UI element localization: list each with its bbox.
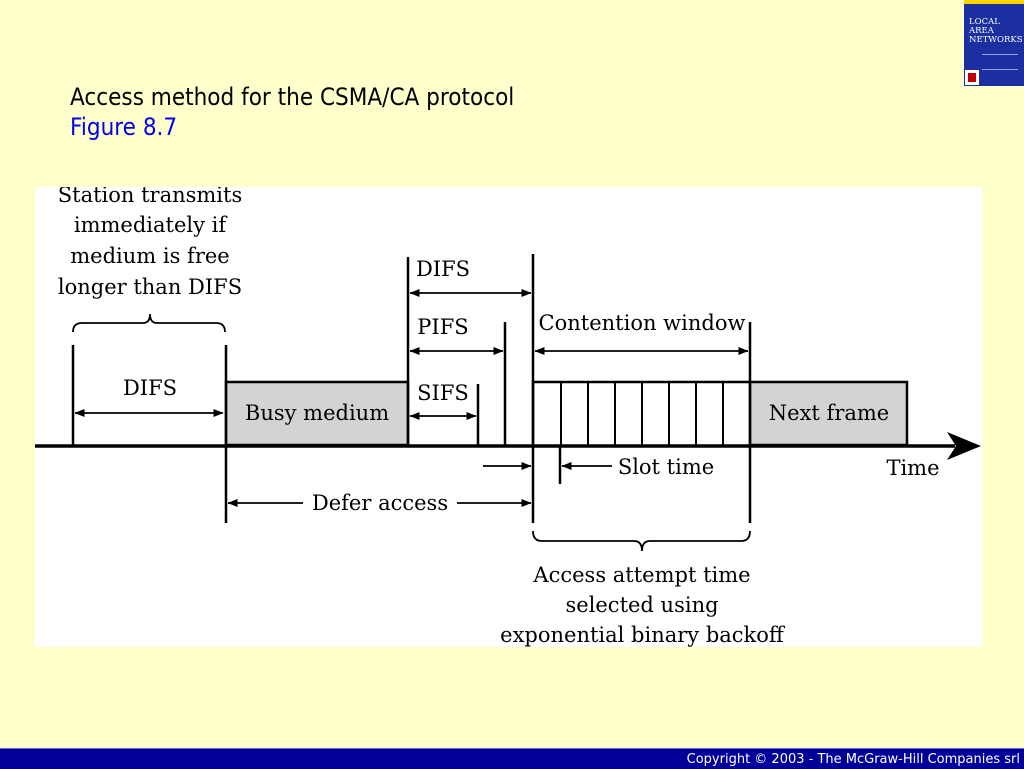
publisher-logo [965,70,979,85]
contention-window-slots [531,380,750,445]
time-markers [71,254,752,523]
footer-bar: Copyright © 2003 - The McGraw-Hill Compa… [0,748,1024,769]
svg-text:longer than DIFS: longer than DIFS [58,275,242,299]
defer-access-label: Defer access [312,491,448,515]
svg-text:medium is free: medium is free [70,244,229,268]
book-cover-thumbnail: LOCAL AREA NETWORKS [964,0,1024,86]
time-axis-label: Time [886,456,939,480]
svg-text:immediately if: immediately if [74,213,228,237]
next-frame-label: Next frame [769,401,889,425]
time-axis-arrowhead [947,432,981,460]
pifs-label: PIFS [417,315,468,339]
csma-ca-diagram: Station transmits immediately if medium … [35,187,982,647]
busy-medium-label: Busy medium [245,401,389,425]
book-title: LOCAL AREA NETWORKS [969,17,1023,45]
slot-time-label: Slot time [618,455,714,479]
figure-number: Figure 8.7 [70,113,178,141]
copyright-text: Copyright © 2003 - The McGraw-Hill Compa… [686,752,1020,767]
station-note-brace [72,313,226,333]
svg-text:Access attempt time: Access attempt time [532,563,750,587]
contention-window-label: Contention window [539,311,746,335]
access-attempt-brace [532,530,751,552]
access-attempt-note: Access attempt time selected using expon… [500,563,786,647]
difs-top-label: DIFS [416,257,470,281]
svg-text:Station transmits: Station transmits [58,187,243,207]
svg-text:exponential binary backoff: exponential binary backoff [500,623,786,647]
next-frame [748,380,909,447]
slide-title: Access method for the CSMA/CA protocol [70,83,515,111]
station-note: Station transmits immediately if medium … [58,187,243,299]
svg-text:selected using: selected using [565,593,718,617]
sifs-label: SIFS [417,381,469,405]
difs-left-label: DIFS [123,376,177,400]
